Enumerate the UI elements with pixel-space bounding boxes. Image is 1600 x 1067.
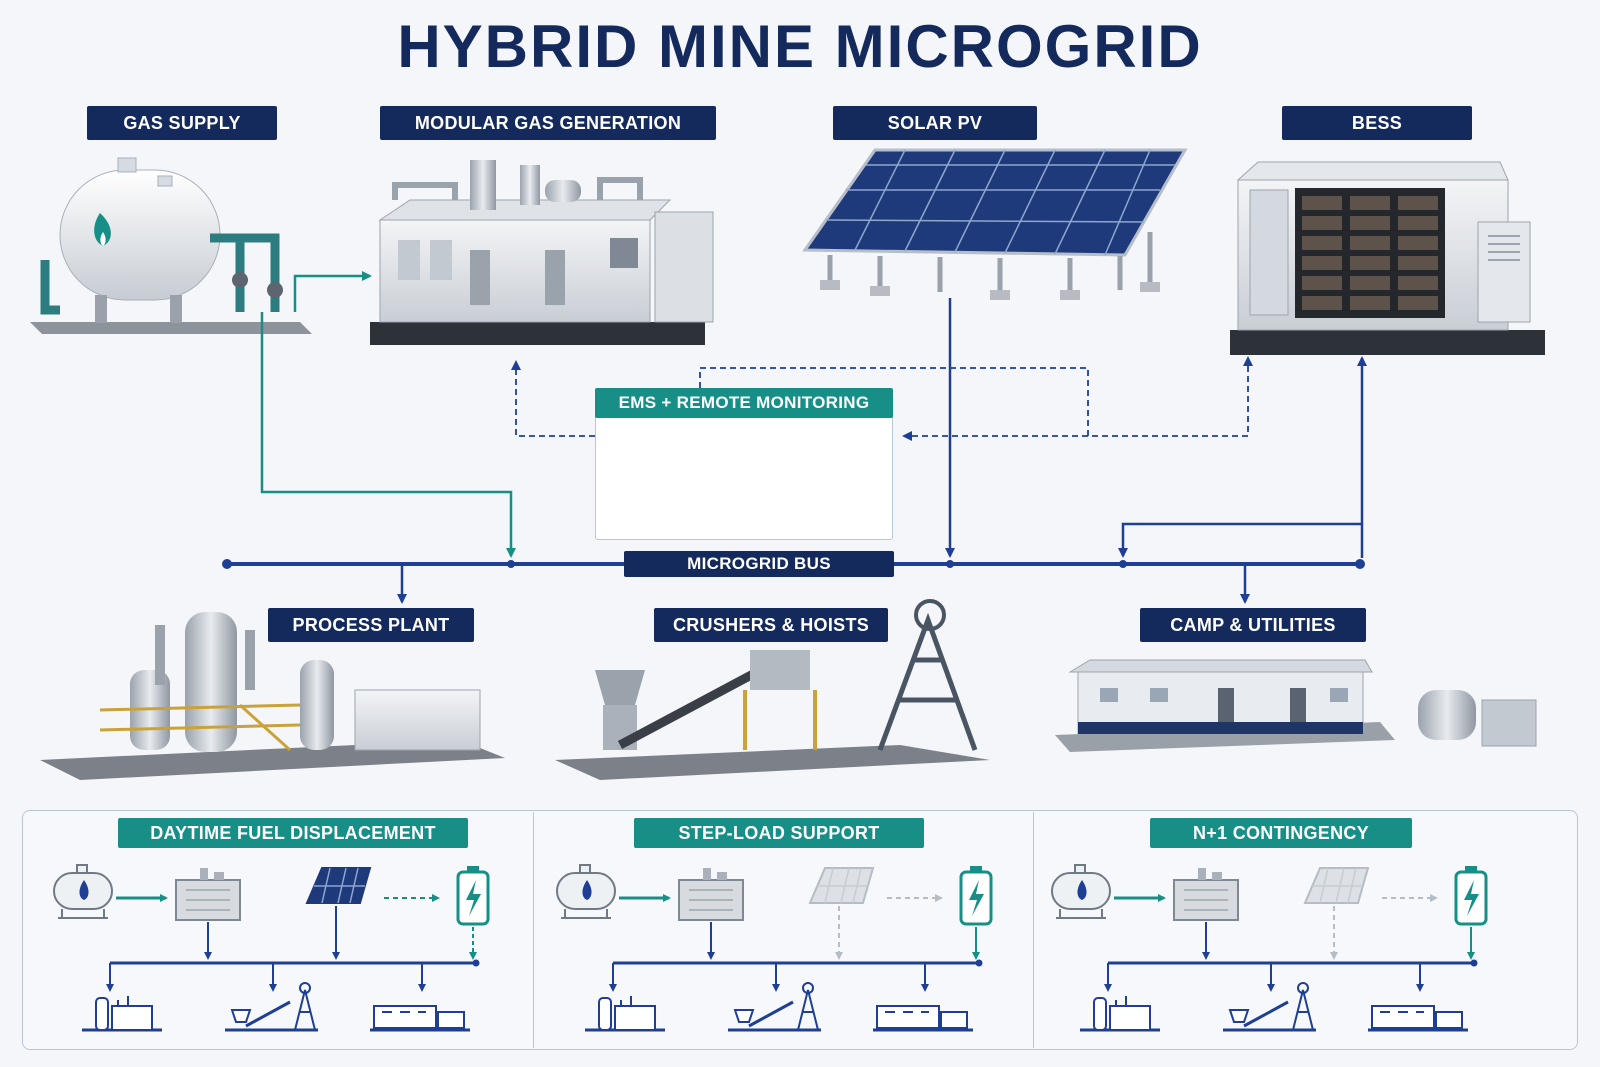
- scenario-diagram: [1051, 864, 1488, 1032]
- crusher-icon: [1223, 982, 1316, 1032]
- solar-icon: [305, 867, 372, 904]
- solar-pv-label: SOLAR PV: [833, 106, 1037, 140]
- load-feeders: [397, 564, 1250, 604]
- ems-panel: EMS + REMOTE MONITORING: [595, 388, 893, 540]
- microgrid-bus-label: MICROGRID BUS: [624, 551, 894, 577]
- gas-tank-icon: [53, 864, 113, 919]
- generator-icon: [175, 868, 241, 921]
- mini-bus-node: [1470, 959, 1478, 967]
- gas-generation-label: MODULAR GAS GENERATION: [380, 106, 716, 140]
- scenario-diagram: [556, 864, 993, 1032]
- power-flow-connectors: [945, 298, 1367, 558]
- gas-tank-icon: [1051, 864, 1111, 919]
- process-plant-label: PROCESS PLANT: [268, 608, 474, 642]
- gas-flow-connectors: [260, 271, 516, 558]
- gas-generator-illustration: [370, 160, 714, 345]
- camp-icon: [1368, 1005, 1468, 1032]
- scenario-diagram: [53, 864, 490, 1032]
- plant-icon: [585, 996, 665, 1032]
- battery-icon: [959, 866, 993, 926]
- battery-icon: [456, 866, 490, 926]
- scenario-divider: [1033, 812, 1034, 1048]
- crushers-label: CRUSHERS & HOISTS: [654, 608, 888, 642]
- gas-supply-label: GAS SUPPLY: [87, 106, 277, 140]
- camp-icon: [370, 1005, 470, 1032]
- plant-icon: [1080, 996, 1160, 1032]
- battery-icon: [1454, 866, 1488, 926]
- plant-icon: [82, 996, 162, 1032]
- bess-label: BESS: [1282, 106, 1472, 140]
- gas-tank-icon: [556, 864, 616, 919]
- mini-bus-node: [975, 959, 983, 967]
- crushers-illustration: [555, 599, 990, 780]
- scenario-panels: [22, 810, 1578, 1050]
- scenario-label-step-load: STEP-LOAD SUPPORT: [634, 818, 924, 848]
- scenario-label-contingency: N+1 CONTINGENCY: [1150, 818, 1412, 848]
- generator-icon: [678, 868, 744, 921]
- camp-illustration: [1055, 659, 1537, 752]
- solar-pv-illustration: [802, 148, 1188, 300]
- solar-icon: [1303, 867, 1370, 904]
- camp-label: CAMP & UTILITIES: [1140, 608, 1366, 642]
- ems-label: EMS + REMOTE MONITORING: [595, 388, 893, 418]
- gas-tank-illustration: [30, 157, 312, 334]
- ems-control-links: [511, 356, 1253, 441]
- crusher-icon: [225, 982, 318, 1032]
- process-plant-illustration: [40, 612, 505, 780]
- scenario-divider: [533, 812, 534, 1048]
- page-title: HYBRID MINE MICROGRID: [397, 13, 1203, 80]
- generator-icon: [1173, 868, 1239, 921]
- solar-icon: [808, 867, 875, 904]
- camp-icon: [873, 1005, 973, 1032]
- mini-bus-node: [472, 959, 480, 967]
- crusher-icon: [728, 982, 821, 1032]
- scenario-label-daytime: DAYTIME FUEL DISPLACEMENT: [118, 818, 468, 848]
- bess-illustration: [1230, 161, 1545, 355]
